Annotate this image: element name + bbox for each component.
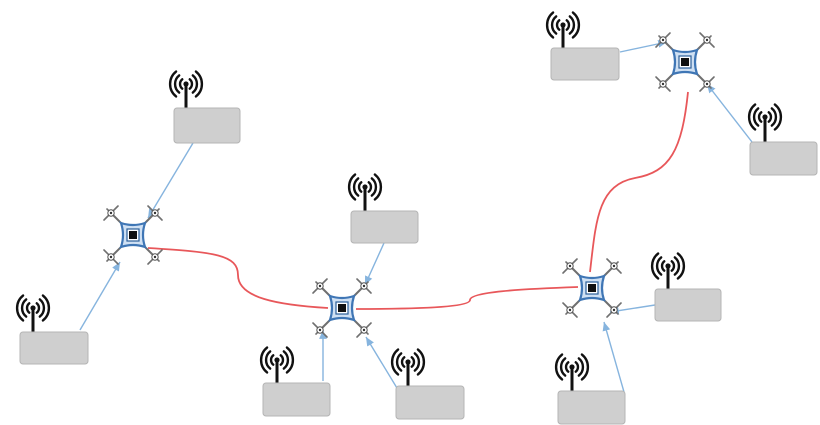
quadcopter-icon — [312, 278, 372, 338]
quadcopter-icon — [655, 32, 715, 92]
ground-node-1 — [168, 70, 241, 144]
uplink-ground-node-2 — [79, 261, 121, 331]
drone-1 — [103, 205, 163, 265]
ground-node-5 — [390, 348, 465, 420]
drone-4 — [655, 32, 715, 92]
uplink-ground-node-5 — [365, 336, 401, 394]
uplink-ground-node-1 — [147, 142, 194, 219]
ground-node-7 — [650, 252, 722, 322]
quadcopter-icon — [562, 258, 622, 318]
ground-node-box — [262, 382, 331, 417]
uplink-ground-node-6 — [602, 321, 625, 393]
wireless-antenna-icon — [168, 70, 204, 110]
ground-node-4 — [259, 346, 331, 417]
uplink-ground-node-3 — [364, 242, 385, 286]
ground-node-box — [395, 385, 465, 420]
backhaul-link-3-4 — [589, 91, 689, 273]
backhaul-link-2-3 — [355, 286, 579, 310]
wireless-antenna-icon — [554, 353, 590, 393]
backhaul-links — [147, 91, 689, 310]
ground-nodes — [15, 11, 818, 425]
wireless-antenna-icon — [650, 252, 686, 291]
ground-node-box — [550, 47, 620, 81]
ground-node-box — [173, 107, 241, 144]
drone-2 — [312, 278, 372, 338]
ground-node-box — [557, 390, 626, 425]
wireless-antenna-icon — [747, 103, 783, 144]
ground-node-box — [350, 210, 419, 244]
backhaul-link-1-2 — [147, 247, 329, 309]
ground-node-6 — [554, 353, 626, 425]
drone-3 — [562, 258, 622, 318]
ground-node-3 — [347, 173, 419, 244]
ground-node-box — [654, 288, 722, 322]
wireless-antenna-icon — [15, 294, 51, 334]
ground-node-box — [19, 331, 89, 365]
ground-node-2 — [15, 294, 89, 365]
quadcopter-icon — [103, 205, 163, 265]
wireless-antenna-icon — [347, 173, 383, 213]
ground-node-9 — [747, 103, 818, 176]
ground-node-8 — [545, 11, 620, 81]
drones — [103, 32, 715, 338]
wireless-antenna-icon — [390, 348, 426, 388]
wireless-antenna-icon — [259, 346, 295, 385]
ground-node-box — [749, 141, 818, 176]
uplink-ground-node-9 — [706, 83, 753, 143]
wireless-antenna-icon — [545, 11, 581, 50]
